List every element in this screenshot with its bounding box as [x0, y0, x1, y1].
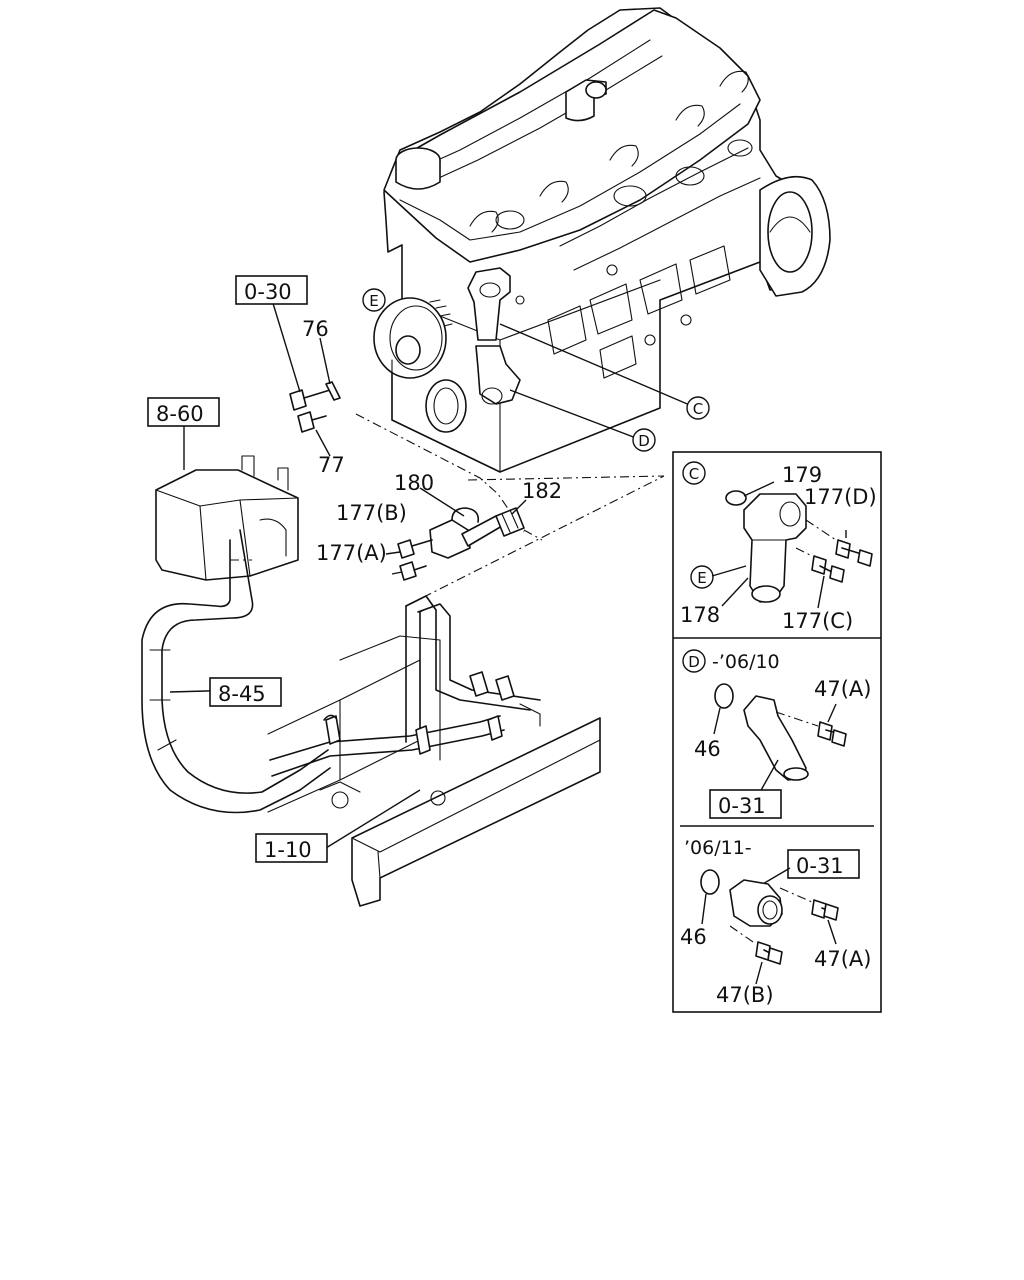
callout-d-detail: D [682, 649, 706, 673]
ref-box-8-60: 8-60 [147, 397, 220, 427]
reservoir-tank [155, 455, 299, 581]
svg-text:8-60: 8-60 [156, 402, 204, 426]
ref-box-0-31: 0-31 [718, 794, 766, 818]
svg-text:E: E [697, 569, 706, 587]
part-label-180: 180 [394, 471, 434, 495]
routing-line [419, 605, 433, 613]
part-label-177d: 177(D) [804, 485, 877, 509]
svg-text:D: D [688, 653, 700, 671]
svg-text:C: C [689, 465, 699, 483]
part-label-47b: 47(B) [716, 983, 774, 1007]
svg-text:0-30: 0-30 [244, 280, 292, 304]
bolt-177b [397, 539, 433, 559]
engine-block [373, 7, 831, 473]
range-label-until: -’06/10 [712, 651, 780, 673]
o-ring-46 [700, 869, 720, 895]
callout-e-detail: E [690, 565, 714, 589]
ref-box-0-31: 0-31 [796, 854, 844, 878]
part-label-182: 182 [522, 479, 562, 503]
part-label-47a: 47(A) [814, 947, 871, 971]
part-label-47a: 47(A) [814, 677, 871, 701]
bolt-77 [297, 411, 327, 433]
detail-section-c: C 179 177(D) E 178 177(C) [680, 461, 877, 633]
part-label-177b: 177(B) [336, 501, 407, 525]
part-label-46: 46 [680, 925, 707, 949]
part-label-76: 76 [302, 317, 329, 341]
leader-lines [169, 299, 693, 849]
svg-text:1-10: 1-10 [264, 838, 312, 862]
range-label-from: ’06/11- [684, 837, 752, 859]
part-label-177a: 177(A) [316, 541, 387, 565]
callout-e-main: E [362, 288, 386, 312]
coolant-pipe [269, 595, 541, 777]
svg-text:C: C [693, 400, 703, 418]
callout-d-main: D [632, 428, 656, 452]
coolant-hose [141, 529, 331, 814]
bolt-47a [811, 899, 827, 919]
bolt-76 [289, 381, 341, 411]
svg-text:8-45: 8-45 [218, 682, 266, 706]
o-ring-46 [714, 683, 734, 709]
routing-line [467, 475, 665, 481]
part-label-178: 178 [680, 603, 720, 627]
bolt-177c [811, 555, 827, 575]
part-label-177c: 177(C) [782, 609, 853, 633]
part-label-179: 179 [782, 463, 822, 487]
svg-text:D: D [638, 432, 650, 450]
ref-box-1-10: 1-10 [255, 833, 328, 863]
part-label-77: 77 [318, 453, 345, 477]
detail-section-d: D -’06/10 46 47(A) 0-31 [682, 649, 871, 819]
bypass-hose-assembly [429, 507, 543, 559]
thermostat-housing-178 [743, 493, 807, 603]
svg-text:E: E [369, 292, 378, 310]
bolt-47a [817, 721, 833, 741]
o-ring-179 [725, 490, 747, 506]
ref-box-0-30: 0-30 [235, 275, 308, 305]
bolt-177a [399, 561, 427, 581]
part-label-46: 46 [694, 737, 721, 761]
callout-c-main: C [686, 396, 710, 420]
frame-member [267, 635, 601, 907]
ref-box-8-45: 8-45 [209, 677, 282, 707]
callout-c-detail: C [682, 461, 706, 485]
detail-section-later: ’06/11- 0-31 46 47(A) 47(B) [680, 837, 871, 1007]
